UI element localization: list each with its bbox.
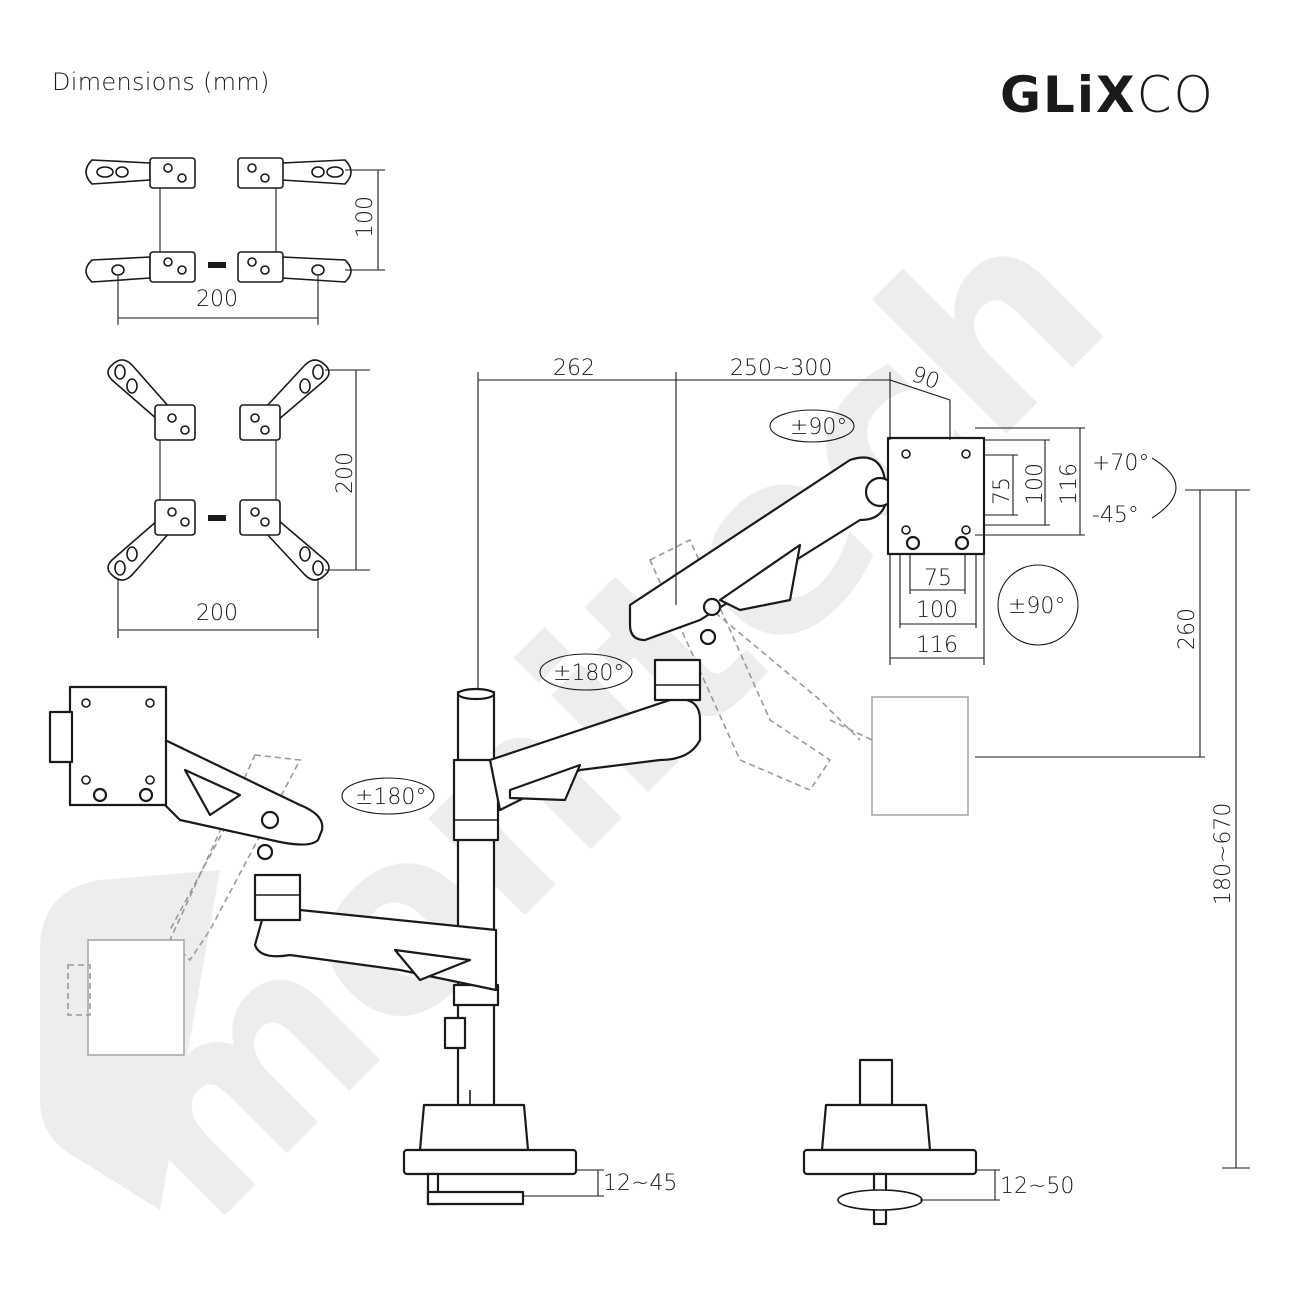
page-title: Dimensions (mm) bbox=[52, 68, 270, 96]
vesa-116-horizontal-label: 116 bbox=[916, 633, 958, 658]
vesa-75-vertical-label: 75 bbox=[990, 477, 1015, 505]
large-plate-height-label: 200 bbox=[333, 452, 358, 494]
ghost-positions bbox=[67, 538, 969, 1056]
watermark: monitech bbox=[40, 161, 1156, 1272]
tilt-down-label: -45° bbox=[1092, 503, 1139, 528]
head-swivel-label: ±90° bbox=[790, 415, 847, 440]
logo-light-part: CO bbox=[1136, 66, 1215, 124]
pole-to-joint-label: 262 bbox=[553, 356, 595, 381]
adapter-plate-small bbox=[85, 157, 385, 325]
arm-height-label: 260 bbox=[1175, 608, 1200, 650]
pole bbox=[443, 687, 500, 1114]
grommet-thickness-label: 12~50 bbox=[1000, 1174, 1074, 1199]
small-plate-width-label: 200 bbox=[196, 287, 238, 312]
clamp-base bbox=[402, 1103, 604, 1206]
left-arm bbox=[48, 685, 498, 992]
vesa-116-vertical-label: 116 bbox=[1057, 463, 1082, 505]
vesa-100-vertical-label: 100 bbox=[1023, 463, 1048, 505]
height-dimensions bbox=[975, 489, 1250, 1169]
upper-arm-swivel-label: ±180° bbox=[553, 661, 624, 686]
rotation-indicators bbox=[341, 409, 1177, 815]
tilt-up-label: +70° bbox=[1092, 451, 1149, 476]
arm-reach-label: 250~300 bbox=[730, 356, 832, 381]
lower-arm-swivel-label: ±180° bbox=[355, 785, 426, 810]
small-plate-height-label: 100 bbox=[353, 196, 378, 238]
rotation-label: ±90° bbox=[1008, 594, 1065, 619]
clamp-thickness-label: 12~45 bbox=[603, 1171, 677, 1196]
total-height-label: 180~670 bbox=[1211, 803, 1236, 905]
right-arm bbox=[488, 436, 986, 812]
adapter-plate-large bbox=[107, 359, 370, 638]
vesa-100-horizontal-label: 100 bbox=[916, 598, 958, 623]
top-dimensions bbox=[477, 372, 951, 690]
logo-bold-part: GLiX bbox=[1000, 66, 1137, 124]
watermark-text: monitech bbox=[46, 161, 1156, 1271]
brand-logo: GLiXCO bbox=[1000, 70, 1215, 120]
vesa-75-horizontal-label: 75 bbox=[924, 566, 952, 591]
grommet-base bbox=[802, 1058, 1000, 1226]
large-plate-width-label: 200 bbox=[196, 601, 238, 626]
vesa-dimensions bbox=[889, 427, 1085, 665]
